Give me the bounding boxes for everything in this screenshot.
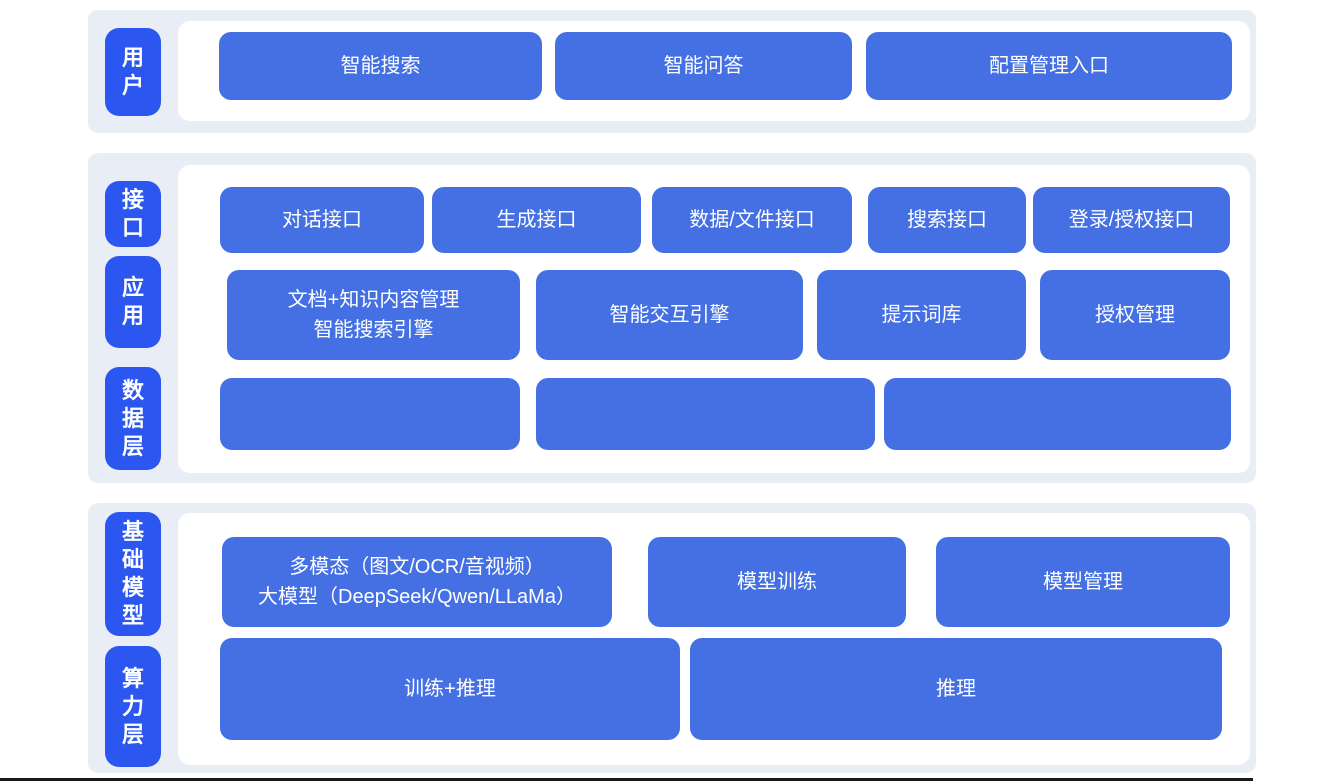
block-smart-qa: 智能问答 (555, 32, 852, 100)
block-multimodal-llm: 多模态（图文/OCR/音视频） 大模型（DeepSeek/Qwen/LLaMa） (222, 537, 612, 627)
panel-middle-layers: 对话接口 生成接口 数据/文件接口 搜索接口 登录/授权接口 文档+知识内容管理… (178, 165, 1250, 473)
layer-label-application: 应用 (105, 256, 161, 348)
block-interactive-engine: 智能交互引擎 (536, 270, 803, 360)
block-inference: 推理 (690, 638, 1222, 740)
layer-label-interface-text: 接口 (121, 187, 144, 240)
block-vector-db (536, 378, 875, 450)
block-generation-api: 生成接口 (432, 187, 641, 253)
layer-label-foundation-model-text: 基础模型 (121, 519, 144, 628)
block-model-management: 模型管理 (936, 537, 1230, 627)
layer-label-application-text: 应用 (121, 275, 144, 328)
layer-label-data: 数据层 (105, 367, 161, 470)
block-data-file-api: 数据/文件接口 (652, 187, 852, 253)
layer-label-interface: 接口 (105, 181, 161, 247)
block-doc-knowledge-search-engine: 文档+知识内容管理 智能搜索引擎 (227, 270, 520, 360)
panel-user-layer: 智能搜索 智能问答 配置管理入口 (178, 21, 1250, 121)
block-search-api: 搜索接口 (868, 187, 1026, 253)
layer-label-compute: 算力层 (105, 646, 161, 767)
panel-bottom-layers: 多模态（图文/OCR/音视频） 大模型（DeepSeek/Qwen/LLaMa）… (178, 513, 1250, 765)
layer-label-user-text: 用户 (121, 45, 144, 98)
block-login-auth-api: 登录/授权接口 (1033, 187, 1230, 253)
block-training-inference: 训练+推理 (220, 638, 680, 740)
layer-label-user: 用户 (105, 28, 161, 116)
band-user-layer: 用户 智能搜索 智能问答 配置管理入口 (88, 10, 1256, 133)
block-config-management-entry: 配置管理入口 (866, 32, 1232, 100)
block-auth-management: 授权管理 (1040, 270, 1230, 360)
bottom-border-line (0, 778, 1253, 781)
block-smart-search: 智能搜索 (219, 32, 542, 100)
layer-label-compute-text: 算力层 (121, 665, 144, 747)
block-file-doc-db (884, 378, 1231, 450)
block-model-training: 模型训练 (648, 537, 906, 627)
block-relational-db (220, 378, 520, 450)
layer-label-foundation-model: 基础模型 (105, 512, 161, 636)
block-dialog-api: 对话接口 (220, 187, 424, 253)
band-middle-layers: 接口 应用 数据层 对话接口 生成接口 数据/文件接口 搜索接口 登录/授权接口… (88, 153, 1256, 483)
block-prompt-library: 提示词库 (817, 270, 1026, 360)
band-bottom-layers: 基础模型 算力层 多模态（图文/OCR/音视频） 大模型（DeepSeek/Qw… (88, 503, 1256, 773)
layer-label-data-text: 数据层 (121, 377, 144, 459)
